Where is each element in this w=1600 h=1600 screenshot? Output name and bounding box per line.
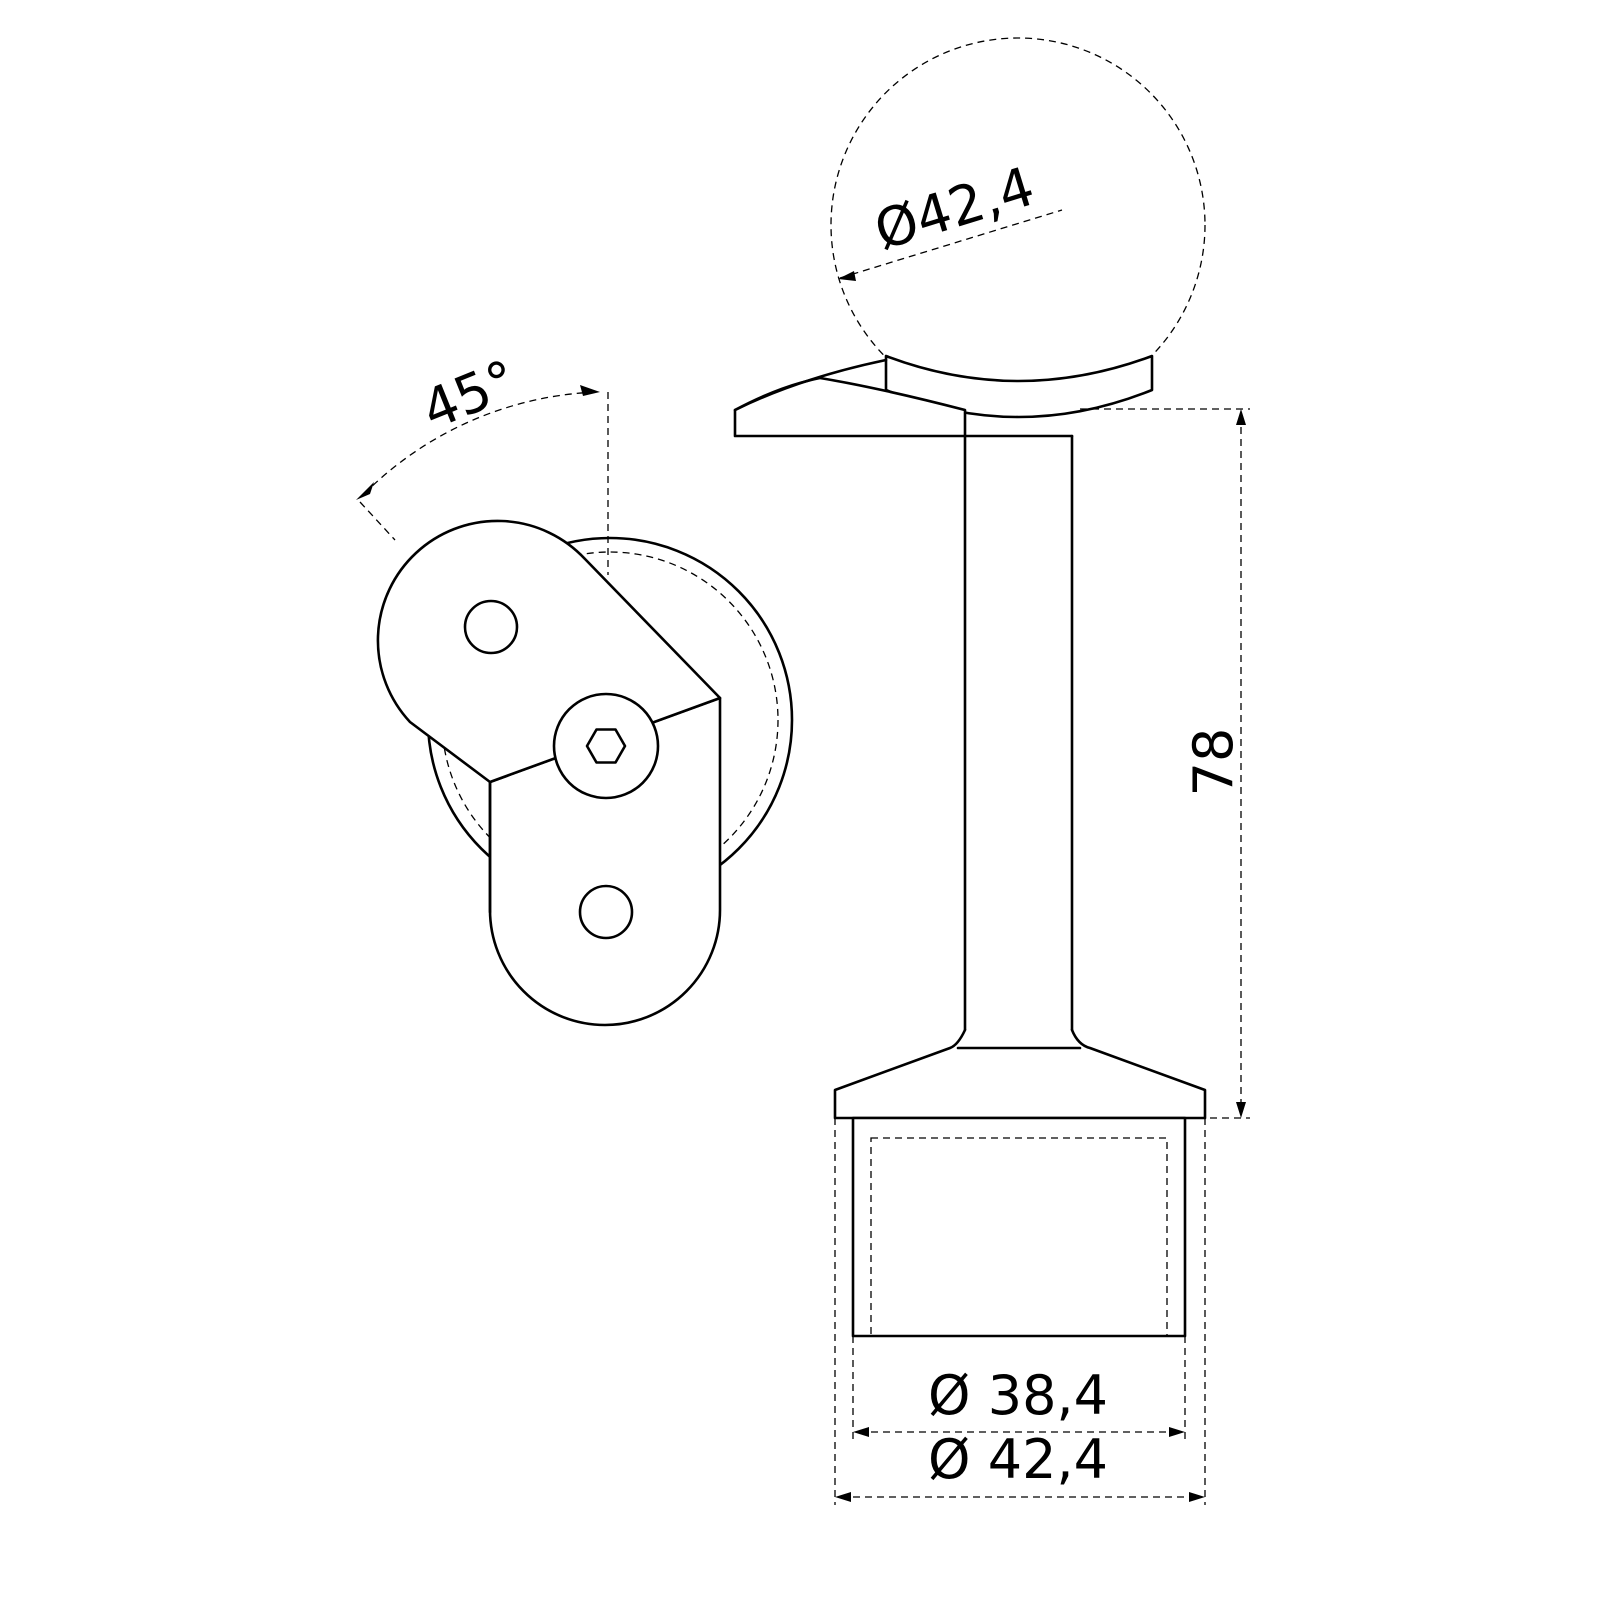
- rail-diameter-arrow: [838, 271, 856, 281]
- rail-diameter-line: [839, 209, 1063, 279]
- hinge-screw-head: [552, 692, 660, 800]
- mounting-hole-lower: [578, 884, 634, 940]
- flared-foot: [833, 1028, 1207, 1120]
- inner-arrow-left: [853, 1427, 869, 1437]
- angle-arrow-left: [356, 482, 374, 500]
- angle-label: 45°: [413, 348, 525, 442]
- angle-ref-tilted: [359, 501, 396, 541]
- insert-inner-wall: [870, 1137, 1168, 1337]
- height-arrow-top: [1236, 409, 1246, 425]
- mounting-hole-upper: [463, 599, 519, 655]
- back-plate-inner: [441, 551, 779, 889]
- hex-socket-icon: [585, 728, 627, 764]
- rail-diameter-label: Ø42,4: [867, 155, 1041, 263]
- bracket-top-view: 45°: [356, 348, 794, 1027]
- outer-diameter-label: Ø 42,4: [928, 1428, 1108, 1491]
- height-arrow-bottom: [1236, 1102, 1246, 1118]
- bracket-side-view: 78 Ø42,4 Ø 38,4 Ø 42,4: [733, 37, 1250, 1505]
- angle-arrow-right: [580, 385, 600, 396]
- height-label: 78: [1182, 728, 1245, 797]
- inner-diameter-label: Ø 38,4: [928, 1364, 1108, 1427]
- insert-sleeve: [851, 1116, 1187, 1338]
- saddle-plate-wing: [733, 358, 888, 412]
- inner-arrow-right: [1169, 1427, 1185, 1437]
- outer-arrow-right: [1189, 1492, 1205, 1502]
- lower-flap: [488, 696, 722, 1027]
- outer-arrow-left: [835, 1492, 851, 1502]
